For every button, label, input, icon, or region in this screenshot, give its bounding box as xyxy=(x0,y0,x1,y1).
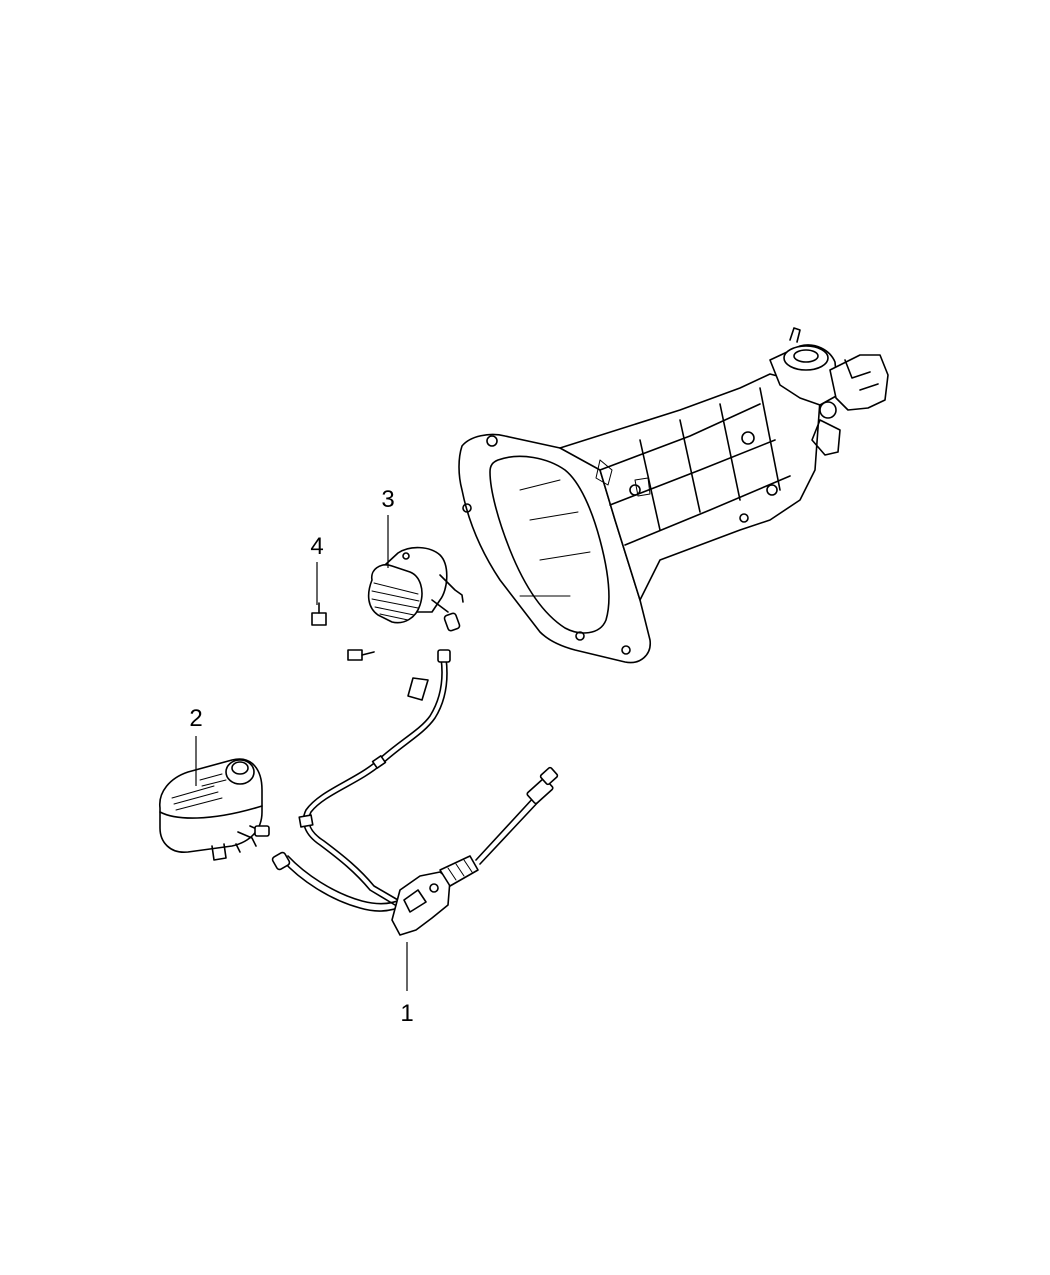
fluid-reservoir xyxy=(159,758,270,861)
bolts xyxy=(311,602,375,661)
callout-2: 2 xyxy=(189,705,202,732)
master-cylinder xyxy=(391,766,559,936)
hydraulic-line xyxy=(271,649,451,912)
callout-4: 4 xyxy=(310,533,323,560)
callout-labels: 1 2 3 4 xyxy=(189,486,413,1027)
callout-3: 3 xyxy=(381,486,394,513)
slave-cylinder xyxy=(367,546,464,632)
leader-lines xyxy=(195,515,408,991)
callout-1: 1 xyxy=(400,1000,413,1027)
transmission-assembly xyxy=(458,327,889,664)
